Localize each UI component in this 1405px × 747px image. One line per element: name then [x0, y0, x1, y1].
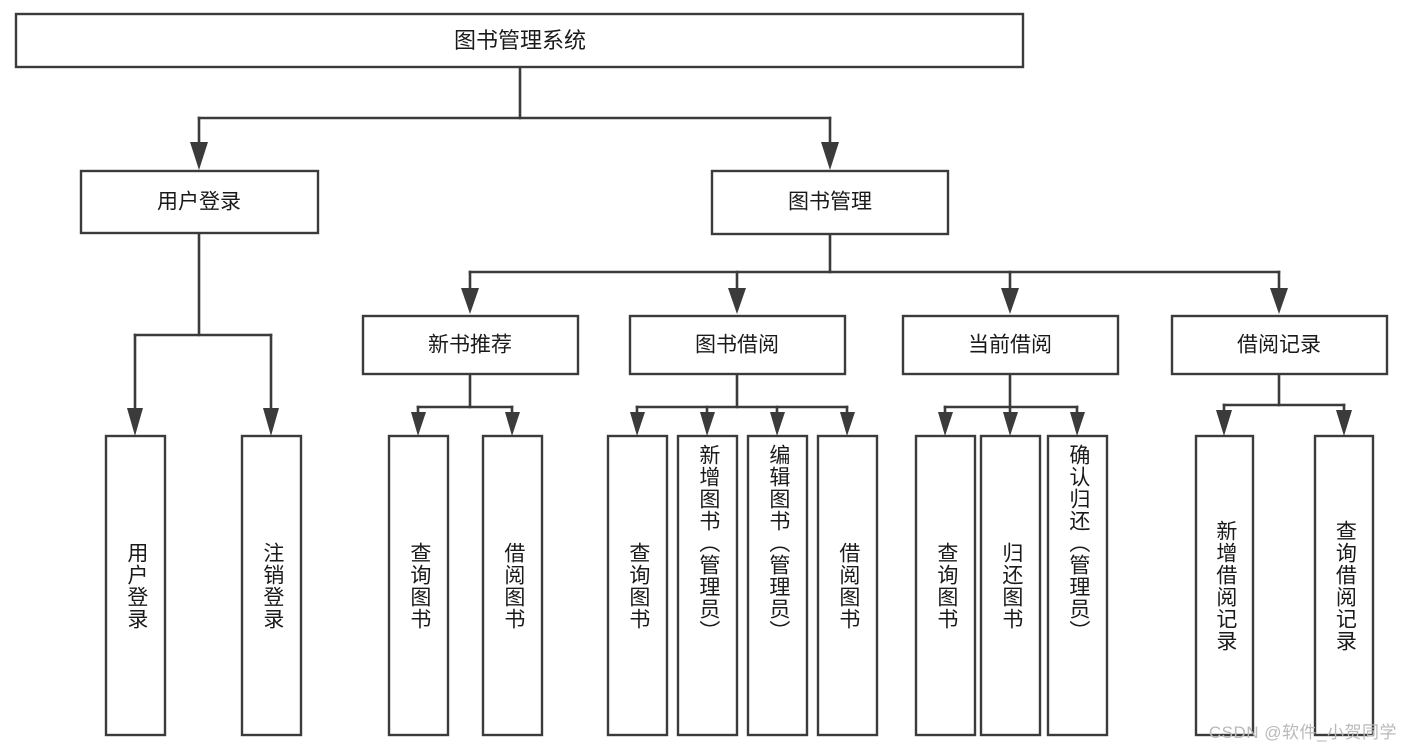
arrow-head-icon [840, 412, 855, 436]
arrow-head-icon [127, 408, 143, 436]
arrow-head-icon [821, 142, 839, 170]
node-user-login-label: 用户登录 [157, 191, 241, 214]
node-leaf-br-add-record-box[interactable] [1194, 434, 1255, 737]
node-new-book-recommend-box[interactable] [361, 314, 580, 376]
arrow-head-icon [700, 412, 715, 436]
node-leaf-br-query-record-box[interactable] [1313, 434, 1375, 737]
node-borrow-record[interactable]: 借阅记录 [1170, 314, 1389, 376]
node-leaf-bb-query-book-box[interactable] [606, 434, 669, 737]
arrow-head-icon [190, 142, 208, 170]
node-leaf-user-logout-box[interactable] [240, 434, 303, 737]
arrow-head-icon [728, 288, 746, 314]
arrow-head-icon [263, 408, 279, 436]
edge-group-user-login [127, 231, 279, 436]
arrow-head-icon [1003, 412, 1018, 436]
node-user-login[interactable]: 用户登录 [79, 169, 320, 235]
node-current-borrow-box[interactable] [901, 314, 1120, 376]
node-leaf-bb-add-book-box[interactable] [676, 434, 739, 737]
arrow-head-icon [630, 412, 645, 436]
edge-group-new-book-recommend [411, 372, 520, 436]
node-leaf-cb-query-book-box[interactable] [914, 434, 977, 737]
edge-group-borrow-record [1216, 372, 1352, 436]
arrow-head-icon [1336, 410, 1352, 436]
node-user-login-box[interactable] [79, 169, 320, 235]
edge-group-book-manage [461, 232, 1288, 314]
edge-group-current-borrow [938, 372, 1085, 436]
node-book-borrow[interactable]: 图书借阅 [628, 314, 847, 376]
node-borrow-record-box[interactable] [1170, 314, 1389, 376]
edge-group-root [190, 65, 839, 170]
node-leaf-user-login-box[interactable] [104, 434, 167, 737]
node-current-borrow-label: 当前借阅 [968, 334, 1052, 357]
arrow-head-icon [1216, 410, 1232, 436]
arrow-head-icon [461, 288, 479, 314]
arrow-head-icon [1270, 288, 1288, 314]
node-root-system-box[interactable] [14, 12, 1025, 69]
arrow-head-icon [411, 412, 426, 436]
edge-group-book-borrow [630, 372, 855, 436]
node-new-book-recommend[interactable]: 新书推荐 [361, 314, 580, 376]
watermark-text: CSDN @软件_小贺同学 [1208, 723, 1397, 742]
node-book-borrow-label: 图书借阅 [695, 334, 779, 357]
node-leaf-nbr-query-book-box[interactable] [387, 434, 450, 737]
node-book-manage-box[interactable] [710, 169, 950, 236]
node-root-system[interactable]: 图书管理系统 [14, 12, 1025, 69]
node-leaf-nbr-borrow-book-box[interactable] [481, 434, 544, 737]
arrow-head-icon [1070, 412, 1085, 436]
node-borrow-record-label: 借阅记录 [1237, 334, 1321, 357]
node-book-manage[interactable]: 图书管理 [710, 169, 950, 236]
node-leaf-bb-borrow-book-box[interactable] [816, 434, 879, 737]
arrow-head-icon [938, 412, 953, 436]
node-leaf-bb-edit-book-box[interactable] [746, 434, 809, 737]
node-new-book-recommend-label: 新书推荐 [428, 334, 512, 357]
node-current-borrow[interactable]: 当前借阅 [901, 314, 1120, 376]
node-leaf-cb-confirm-return-box[interactable] [1046, 434, 1109, 737]
arrow-head-icon [505, 412, 520, 436]
arrow-head-icon [1001, 288, 1019, 314]
node-book-borrow-box[interactable] [628, 314, 847, 376]
arrow-head-icon [770, 412, 785, 436]
node-book-manage-label: 图书管理 [788, 191, 872, 214]
node-root-system-label: 图书管理系统 [454, 28, 586, 53]
node-leaf-cb-return-book-box[interactable] [979, 434, 1042, 737]
